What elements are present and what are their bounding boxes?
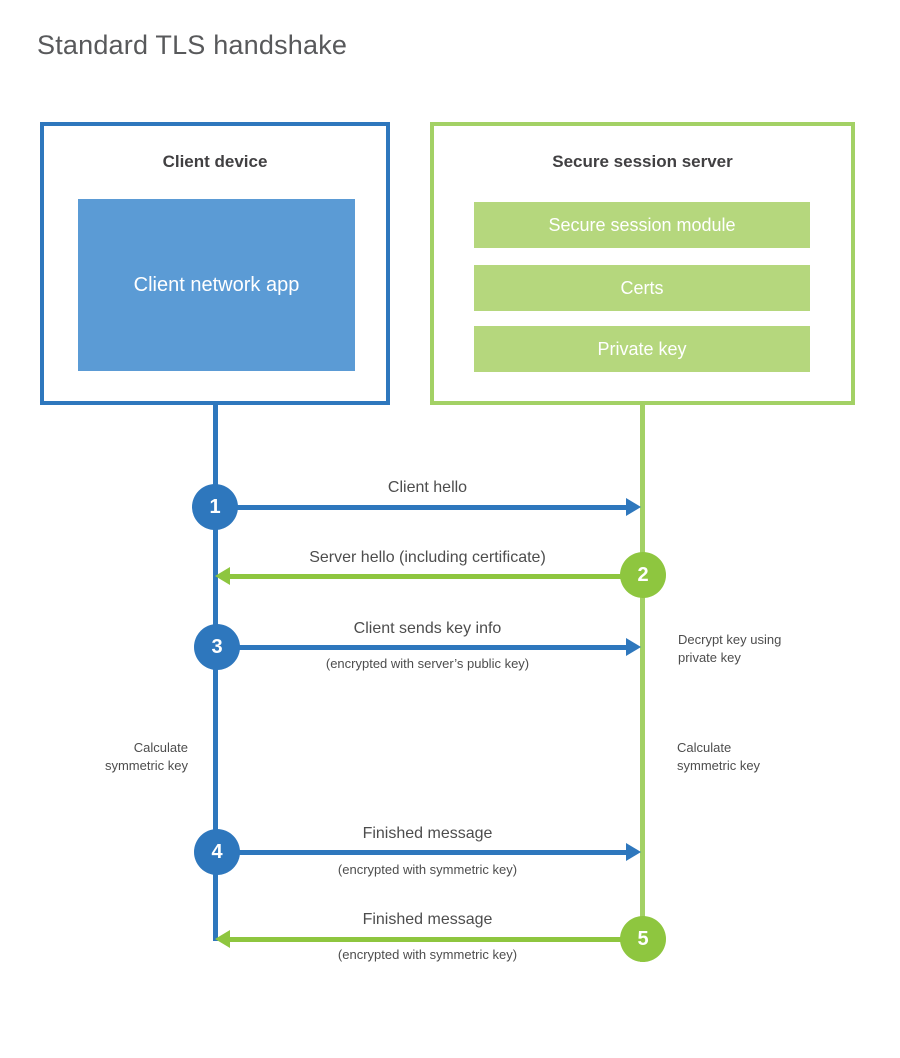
message-3-sublabel: (encrypted with server’s public key) (325, 656, 530, 671)
server-module-secure-session: Secure session module (474, 202, 810, 248)
server-module-label: Private key (597, 338, 687, 359)
annotation-calculate-symmetric-key-client: Calculate symmetric key (104, 740, 188, 773)
server-module-private-key: Private key (474, 326, 810, 372)
message-2-label: Server hello (including certificate) (309, 549, 546, 566)
message-5-arrow (229, 937, 642, 942)
message-3-arrow (217, 645, 627, 650)
message-4-arrow (217, 850, 627, 855)
annotation-calculate-symmetric-key-server: Calculate symmetric key (677, 740, 761, 773)
client-device-box: Client device Client network app (40, 122, 390, 405)
client-network-app-label: Client network app (133, 273, 300, 296)
message-2-arrow (229, 574, 642, 579)
message-4-arrowhead-icon (626, 843, 641, 861)
client-network-app-rect: Client network app (78, 199, 355, 371)
step-circle-4: 4 (194, 829, 240, 875)
page-title: Standard TLS handshake (37, 30, 348, 60)
server-module-label: Certs (620, 277, 664, 298)
message-1-arrow (215, 505, 627, 510)
message-1-arrowhead-icon (626, 498, 641, 516)
message-3-arrowhead-icon (626, 638, 641, 656)
client-device-title: Client device (162, 152, 268, 171)
step-circle-1: 1 (192, 484, 238, 530)
client-lifeline (213, 405, 218, 941)
message-4-sublabel: (encrypted with symmetric key) (337, 862, 518, 877)
step-circle-3: 3 (194, 624, 240, 670)
message-5-sublabel: (encrypted with symmetric key) (337, 947, 518, 962)
message-5-arrowhead-icon (215, 930, 230, 948)
secure-session-server-box: Secure session server Secure session mod… (430, 122, 855, 405)
step-circle-5: 5 (620, 916, 666, 962)
secure-session-server-title: Secure session server (552, 152, 733, 171)
message-2-arrowhead-icon (215, 567, 230, 585)
server-module-certs: Certs (474, 265, 810, 311)
annotation-decrypt-key: Decrypt key using private key (678, 632, 782, 665)
message-3-label: Client sends key info (353, 620, 502, 637)
server-lifeline (640, 405, 645, 962)
server-module-label: Secure session module (548, 214, 736, 235)
step-circle-2: 2 (620, 552, 666, 598)
message-4-label: Finished message (362, 825, 493, 842)
message-1-label: Client hello (387, 479, 468, 496)
message-5-label: Finished message (362, 911, 493, 928)
